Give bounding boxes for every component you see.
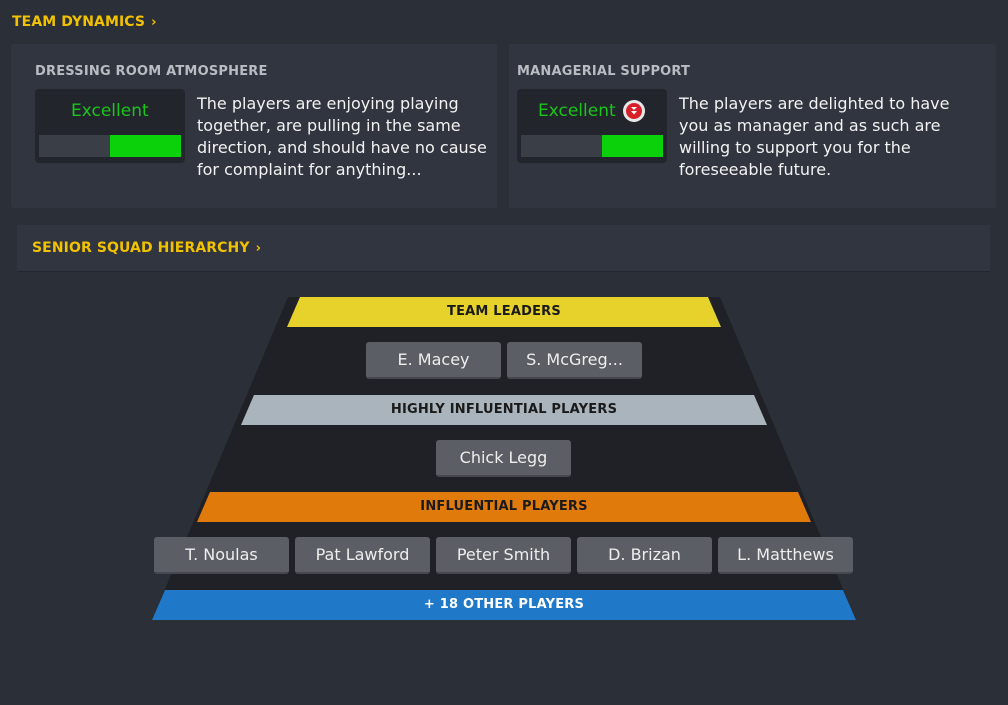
tier-band-other — [152, 590, 856, 620]
managerial-support-rating: Excellent — [517, 89, 667, 163]
dressing-room-rating-bar — [39, 135, 181, 157]
dressing-room-rating: Excellent — [35, 89, 185, 163]
team-dynamics-link[interactable]: TEAM DYNAMICS › — [12, 14, 157, 30]
managerial-support-rating-bar — [521, 135, 663, 157]
player-chip[interactable]: Pat Lawford — [295, 537, 430, 574]
team-dynamics-title: TEAM DYNAMICS — [12, 14, 146, 30]
managerial-support-rating-fill — [601, 135, 663, 157]
dressing-room-title: DRESSING ROOM ATMOSPHERE — [35, 64, 268, 79]
hierarchy-link[interactable]: SENIOR SQUAD HIERARCHY › — [32, 240, 261, 256]
chevron-right-icon: › — [151, 15, 157, 30]
player-chip[interactable]: T. Noulas — [154, 537, 289, 574]
tier-band-team-leaders — [287, 297, 721, 327]
tier-label-team-leaders: TEAM LEADERS — [447, 304, 561, 319]
tier-band-influential — [197, 492, 811, 522]
managerial-support-title: MANAGERIAL SUPPORT — [517, 64, 691, 79]
panel-divider — [497, 44, 509, 208]
dressing-room-description: The players are enjoying playing togethe… — [197, 94, 487, 179]
managerial-support-description: The players are delighted to have you as… — [679, 94, 950, 179]
player-chip[interactable]: E. Macey — [366, 342, 501, 379]
managerial-support-rating-text: Excellent — [538, 101, 616, 121]
tier-label-other-players[interactable]: + 18 OTHER PLAYERS — [423, 597, 585, 612]
dressing-room-rating-text: Excellent — [71, 101, 149, 121]
hierarchy-title: SENIOR SQUAD HIERARCHY — [32, 240, 250, 256]
tier-label-influential[interactable]: INFLUENTIAL PLAYERS — [420, 499, 588, 514]
player-chip[interactable]: D. Brizan — [577, 537, 712, 574]
chevron-right-icon: › — [255, 241, 262, 256]
player-chip[interactable]: S. McGreg... — [507, 342, 642, 379]
hierarchy-header — [17, 225, 990, 272]
tier-label-highly-influential: HIGHLY INFLUENTIAL PLAYERS — [390, 402, 618, 417]
dressing-room-rating-fill — [110, 135, 181, 157]
player-chip[interactable]: L. Matthews — [718, 537, 853, 574]
player-chip[interactable]: Peter Smith — [436, 537, 571, 574]
player-chip[interactable]: Chick Legg — [436, 440, 571, 477]
down-arrow-icon[interactable] — [623, 100, 645, 122]
tier-band-highly-influential — [241, 395, 767, 425]
